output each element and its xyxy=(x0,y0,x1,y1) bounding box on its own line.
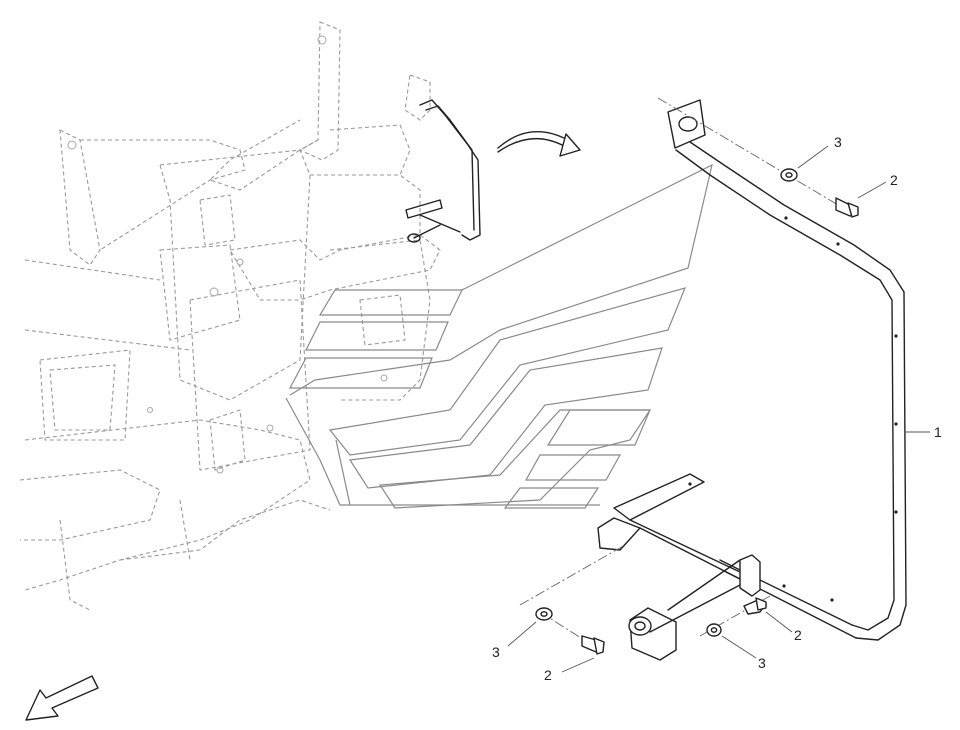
guard-handle-part xyxy=(597,99,907,661)
callout-labels: 1 2 3 2 3 2 3 xyxy=(492,134,942,683)
bolt-bottom-left xyxy=(581,635,605,655)
washer-bottom-left xyxy=(535,607,553,621)
callout-3-bottom-left: 3 xyxy=(492,644,500,660)
top-hardware xyxy=(657,97,859,218)
callout-leaders xyxy=(507,145,930,673)
bottom-right-hardware xyxy=(699,595,771,637)
front-direction-arrow-icon xyxy=(25,675,99,721)
installed-handle-ghost xyxy=(405,99,481,243)
curved-transfer-arrow-icon xyxy=(497,131,581,157)
callout-3-bottom-right: 3 xyxy=(758,655,766,671)
callout-1: 1 xyxy=(934,424,942,440)
callout-3-top: 3 xyxy=(834,134,842,150)
washer-top xyxy=(780,168,798,182)
callout-2-bottom-left: 2 xyxy=(544,667,552,683)
callout-2-top: 2 xyxy=(890,172,898,188)
bolt-top xyxy=(835,197,859,218)
chevron-decal xyxy=(289,287,687,509)
bolt-bottom-right xyxy=(743,597,767,615)
bottom-left-hardware xyxy=(519,544,626,655)
machine-frame-ghost xyxy=(19,21,441,611)
washer-bottom-right xyxy=(706,623,722,637)
callout-2-bottom-right: 2 xyxy=(794,627,802,643)
